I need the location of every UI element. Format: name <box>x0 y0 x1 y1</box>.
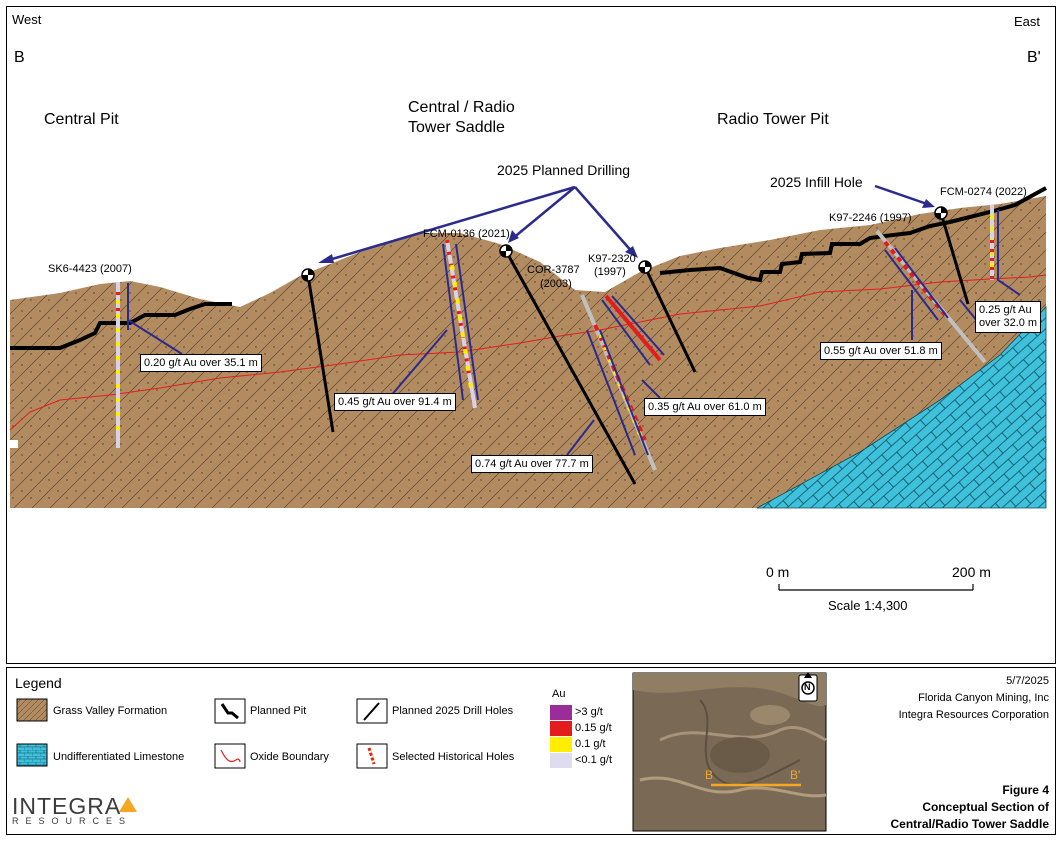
figure-title-line1: Conceptual Section of <box>922 800 1049 814</box>
au-gt01: 0.1 g/t <box>575 738 606 750</box>
info-company1: Florida Canyon Mining, Inc <box>918 692 1049 704</box>
hole-label-cor3787-2: (2003) <box>540 278 572 290</box>
au-lt01: <0.1 g/t <box>575 754 613 766</box>
planned-pit-west <box>10 302 232 350</box>
au-gt015: 0.15 g/t <box>575 722 612 734</box>
hole-label-fcm0274: FCM-0274 (2022) <box>940 186 1027 198</box>
info-date: 5/7/2025 <box>1006 675 1049 687</box>
scale-right-tick: 200 m <box>952 564 991 580</box>
historical-hole-cor3787 <box>580 294 657 471</box>
oxide-boundary-line <box>9 274 1047 431</box>
logo-subtext: RESOURCES <box>12 816 133 826</box>
scale-bar <box>778 584 974 591</box>
historical-hole-k972320 <box>601 294 665 366</box>
scale-label: Scale 1:4,300 <box>828 598 908 613</box>
intercept-k972320: 0.35 g/t Au over 61.0 m <box>644 398 766 416</box>
intercept-fcm0136: 0.45 g/t Au over 91.4 m <box>334 393 456 411</box>
hole-label-fcm0136: FCM-0136 (2021) <box>423 228 510 240</box>
info-company2: Integra Resources Corporation <box>898 709 1049 721</box>
historical-hole-sk6 <box>116 282 129 448</box>
grass-valley-formation <box>10 196 1046 508</box>
historical-hole-fcm0136 <box>442 239 479 409</box>
section-b-label: B <box>14 49 25 66</box>
north-arrow-label: N <box>804 682 811 692</box>
au-gt3: >3 g/t <box>575 706 603 718</box>
hole-label-k972246: K97-2246 (1997) <box>829 212 912 224</box>
saddle-label-line1: Central / Radio <box>408 99 515 116</box>
intercept-fcm0274: 0.25 g/t Au over 32.0 m <box>975 301 1042 333</box>
hole-label-sk6: SK6-4423 (2007) <box>48 263 132 275</box>
intercept-k972246: 0.55 g/t Au over 51.8 m <box>820 342 942 360</box>
figure-title-line2: Central/Radio Tower Saddle <box>890 817 1049 831</box>
logo-text: INTEGRA <box>12 793 122 819</box>
intercept-fcm0274-line1: 0.25 g/t Au <box>979 304 1032 316</box>
radio-tower-pit-label: Radio Tower Pit <box>717 111 829 128</box>
intercept-cor3787: 0.74 g/t Au over 77.7 m <box>471 455 593 473</box>
west-label: West <box>12 12 42 27</box>
legend-frame <box>6 667 1056 835</box>
au-swatch-lavender <box>550 753 572 768</box>
logo-mark <box>119 797 137 812</box>
legend-swatch-historical <box>356 743 388 769</box>
legend-title: Legend <box>15 675 62 691</box>
legend-planned-holes: Planned 2025 Drill Holes <box>392 705 514 717</box>
au-swatch-yellow <box>550 737 572 752</box>
central-pit-label: Central Pit <box>44 111 119 128</box>
edge-marker <box>10 440 18 448</box>
map-b-prime-label: B' <box>790 768 801 782</box>
au-swatch-purple <box>550 705 572 720</box>
au-title: Au <box>552 688 566 700</box>
legend-swatch-oxide <box>214 743 246 769</box>
planned-drill-holes <box>306 212 970 485</box>
legend-historical: Selected Historical Holes <box>392 751 515 763</box>
legend-oxide: Oxide Boundary <box>250 751 329 763</box>
infill-hole-label: 2025 Infill Hole <box>770 174 863 190</box>
legend-limestone: Undifferentiated Limestone <box>53 751 185 763</box>
arrow-heads <box>318 199 935 263</box>
undifferentiated-limestone <box>756 306 1047 509</box>
historical-hole-k972246 <box>875 229 987 364</box>
intercept-sk6: 0.20 g/t Au over 35.1 m <box>140 354 262 372</box>
hole-label-cor3787-1: COR-3787 <box>527 264 580 276</box>
planned-drilling-label: 2025 Planned Drilling <box>497 162 631 178</box>
legend-swatch-planned-holes <box>356 698 388 724</box>
au-swatch-red <box>550 721 572 736</box>
saddle-label-line2: Tower Saddle <box>408 119 505 136</box>
section-b-prime-label: B' <box>1027 49 1041 66</box>
callout-leaders <box>127 290 979 456</box>
legend-planned-pit: Planned Pit <box>250 705 307 717</box>
legend-swatch-planned-pit <box>214 698 246 724</box>
legend-swatch-limestone <box>16 743 48 767</box>
section-frame <box>6 6 1056 664</box>
historical-hole-fcm0274 <box>990 205 1021 296</box>
collar-symbols <box>301 206 948 282</box>
map-b-label: B <box>705 768 714 782</box>
legend-grass-valley: Grass Valley Formation <box>53 705 168 717</box>
location-map <box>632 672 827 832</box>
legend-swatch-grass-valley <box>16 698 48 722</box>
intercept-fcm0274-line2: over 32.0 m <box>979 317 1038 329</box>
hole-label-k972320-1: K97-2320 <box>588 253 636 265</box>
figure-number: Figure 4 <box>1002 783 1049 797</box>
scale-left-tick: 0 m <box>766 564 790 580</box>
hole-label-k972320-2: (1997) <box>594 266 626 278</box>
planned-drilling-arrows <box>321 184 931 264</box>
east-label: East <box>1014 14 1041 29</box>
